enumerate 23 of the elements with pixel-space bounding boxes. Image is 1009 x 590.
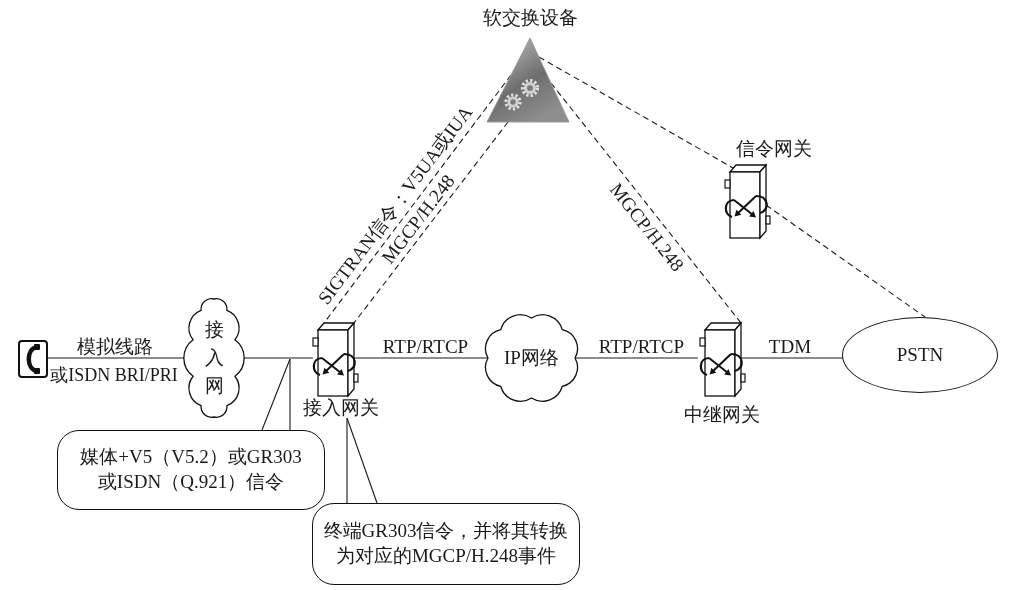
connector-line — [354, 357, 489, 359]
dashed-line — [550, 82, 742, 324]
edge-label: RTP/RTCP — [382, 336, 469, 356]
line-caption: 或ISDN BRI/PRI — [50, 366, 178, 384]
edge-label: 模拟线路 — [76, 336, 153, 356]
node-label: 中继网关 — [684, 404, 760, 424]
dashed-line — [353, 121, 509, 324]
connector-line — [243, 357, 314, 359]
callout-box: 终端GR303信令，并将其转换为对应的MGCP/H.248事件 — [312, 503, 580, 585]
connector-line — [741, 357, 844, 359]
callout-box: 媒体+V5（V5.2）或GR303或ISDN（Q.921）信令 — [57, 430, 325, 510]
dashed-line — [538, 56, 734, 169]
leader-line — [261, 358, 291, 431]
node-label: 接入网关 — [303, 397, 379, 417]
dashed-line — [765, 204, 926, 318]
leader-line — [346, 417, 378, 504]
edge-label: TDM — [768, 336, 812, 356]
connector-line — [47, 357, 185, 359]
node-label: 信令网关 — [736, 138, 812, 158]
telephone-icon — [18, 340, 48, 378]
connector-line — [574, 357, 699, 359]
node-label: 软交换设备 — [482, 7, 578, 27]
edge-label: RTP/RTCP — [598, 336, 685, 356]
